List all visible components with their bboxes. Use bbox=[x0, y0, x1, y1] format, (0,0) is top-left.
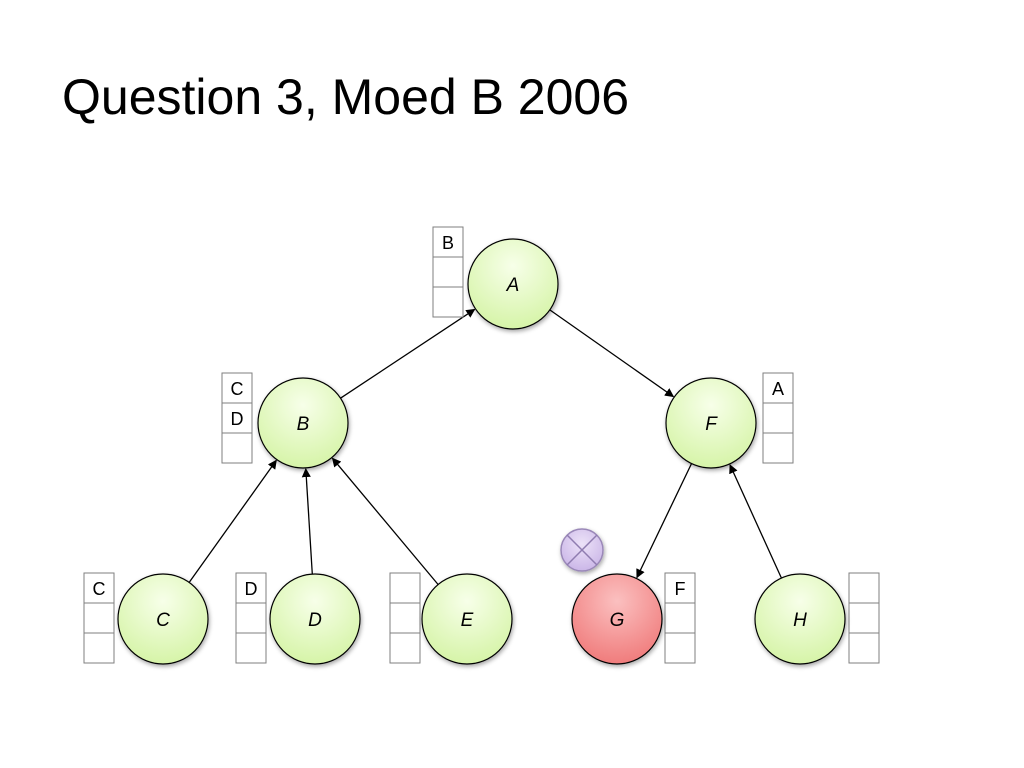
node-f[interactable]: F bbox=[665, 377, 757, 469]
table-cell bbox=[432, 256, 464, 288]
node-label: E bbox=[461, 610, 474, 631]
table-cell bbox=[432, 286, 464, 318]
table-cell bbox=[762, 432, 794, 464]
edge-d-to-b bbox=[301, 467, 313, 575]
node-d[interactable]: D bbox=[269, 573, 361, 665]
table-cell-text: C bbox=[93, 579, 106, 599]
node-h[interactable]: H bbox=[754, 573, 846, 665]
node-circle bbox=[269, 573, 361, 665]
node-b[interactable]: B bbox=[257, 377, 349, 469]
edges-layer bbox=[188, 308, 782, 585]
table-cell-text: A bbox=[772, 379, 784, 399]
routing-table-h bbox=[848, 572, 880, 664]
table-cell bbox=[664, 602, 696, 634]
table-cell-text: D bbox=[245, 579, 258, 599]
node-e[interactable]: E bbox=[421, 573, 513, 665]
table-cell bbox=[664, 632, 696, 664]
failure-marker-stroke bbox=[566, 534, 598, 566]
node-a[interactable]: A bbox=[467, 238, 559, 330]
edge-e-to-b bbox=[331, 457, 439, 585]
table-cell bbox=[432, 226, 464, 258]
node-circle bbox=[117, 573, 209, 665]
routing-table-f: A bbox=[762, 372, 794, 464]
table-cell bbox=[83, 602, 115, 634]
node-label: D bbox=[308, 610, 322, 631]
table-cell-text: B bbox=[442, 233, 454, 253]
slide-title: Question 3, Moed B 2006 bbox=[62, 69, 630, 125]
table-cell bbox=[848, 632, 880, 664]
node-label: C bbox=[156, 610, 170, 631]
edge-f-to-g bbox=[636, 463, 693, 579]
edge-a-to-f bbox=[549, 309, 675, 398]
routing-table-b: CD bbox=[221, 372, 253, 464]
table-cell bbox=[848, 572, 880, 604]
table-cell bbox=[389, 632, 421, 664]
table-cell-text: F bbox=[675, 579, 686, 599]
routing-table-d: D bbox=[235, 572, 267, 664]
node-circle bbox=[665, 377, 757, 469]
table-cell-text: D bbox=[231, 409, 244, 429]
edge-h-to-f bbox=[729, 464, 782, 579]
table-cell bbox=[221, 432, 253, 464]
node-g[interactable]: G bbox=[571, 573, 663, 665]
node-label: A bbox=[506, 275, 520, 296]
table-cell-text: C bbox=[231, 379, 244, 399]
node-label: F bbox=[705, 414, 718, 435]
table-cell bbox=[235, 602, 267, 634]
routing-table-e bbox=[389, 572, 421, 664]
crossed-circle-icon bbox=[560, 528, 604, 572]
node-circle bbox=[257, 377, 349, 469]
failure-marker-layer bbox=[560, 528, 604, 572]
routing-table-c: C bbox=[83, 572, 115, 664]
routing-table-g: F bbox=[664, 572, 696, 664]
node-circle bbox=[467, 238, 559, 330]
table-cell bbox=[83, 632, 115, 664]
edge-c-to-b bbox=[188, 459, 277, 583]
table-cell bbox=[389, 572, 421, 604]
node-label: H bbox=[793, 610, 807, 631]
node-label: G bbox=[610, 610, 625, 631]
table-cell bbox=[762, 402, 794, 434]
node-circle bbox=[421, 573, 513, 665]
table-cell bbox=[389, 602, 421, 634]
node-circle bbox=[754, 573, 846, 665]
node-label: B bbox=[297, 414, 310, 435]
routing-table-a: B bbox=[432, 226, 464, 318]
failed-node-circle bbox=[571, 573, 663, 665]
table-cell bbox=[235, 632, 267, 664]
table-cell bbox=[848, 602, 880, 634]
edge-b-to-a bbox=[340, 308, 476, 399]
node-c[interactable]: C bbox=[117, 573, 209, 665]
